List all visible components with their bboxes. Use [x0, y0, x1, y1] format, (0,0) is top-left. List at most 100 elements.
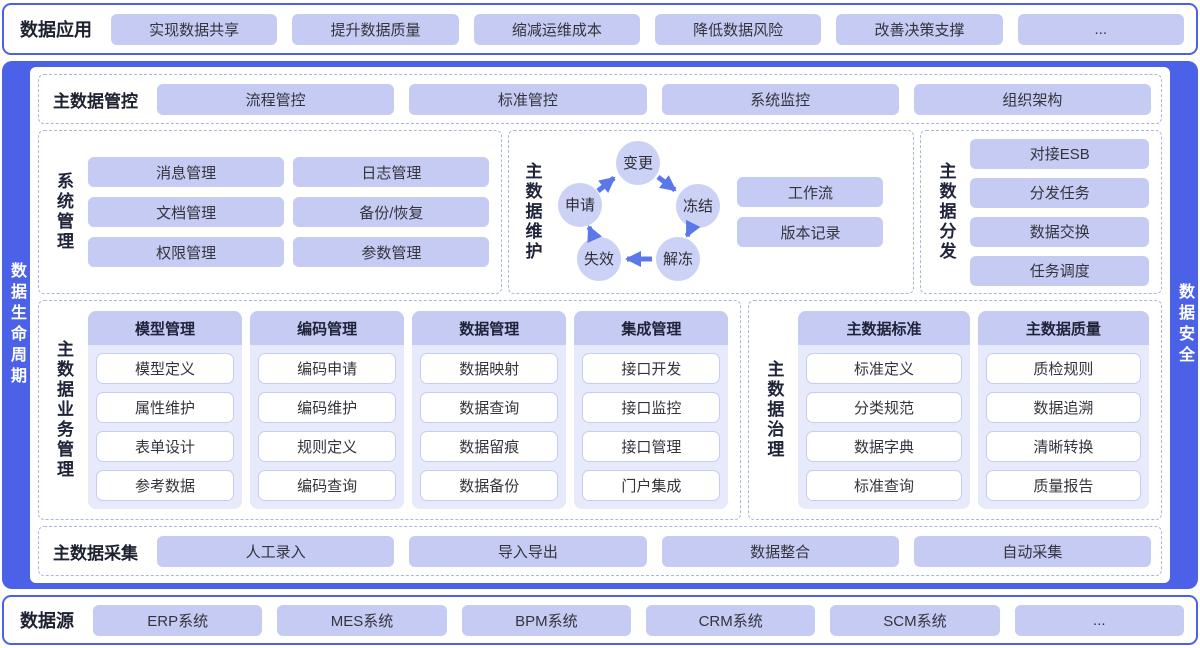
column-header: 主数据质量	[977, 311, 1149, 345]
maintenance-buttons: 工作流 版本记录	[737, 177, 884, 247]
cycle-label-freeze: 冻结	[683, 197, 713, 215]
dist-chip-exchange: 数据交换	[970, 216, 1149, 247]
column-model-mgmt: 模型管理 模型定义 属性维护 表单设计 参考数据	[88, 311, 243, 509]
distribution-list: 对接ESB 分发任务 数据交换 任务调度	[970, 138, 1149, 286]
maint-chip-version-record: 版本记录	[737, 217, 884, 247]
column-master-data-standard: 主数据标准 标准定义 分类规范 数据字典 标准查询	[798, 311, 970, 509]
control-chip-standard: 标准管控	[409, 83, 647, 115]
dist-chip-task: 分发任务	[970, 177, 1149, 208]
gov-item-standard-define: 标准定义	[806, 353, 962, 384]
source-chip-bpm: BPM系统	[461, 604, 631, 636]
data-source-label: 数据源	[20, 611, 74, 631]
biz-item-data-backup: 数据备份	[420, 470, 559, 501]
arrow-invalidate-to-apply	[587, 225, 603, 244]
governance-label: 主数据治理	[764, 360, 784, 460]
cycle-label-unfreeze: 解冻	[663, 250, 693, 268]
cycle-node-unfreeze	[656, 237, 701, 281]
biz-item-api-monitor: 接口监控	[582, 392, 721, 423]
column-header: 主数据标准	[798, 311, 970, 345]
source-chip-mes: MES系统	[277, 604, 447, 636]
cycle-node-invalidate	[577, 237, 622, 281]
left-strip-data-lifecycle: 数据生命周期	[8, 262, 25, 388]
dist-chip-esb: 对接ESB	[970, 138, 1149, 169]
middle-row: 系统管理 消息管理 日志管理 文档管理 备份/恢复 权限管理 参数管理 主数据维…	[38, 130, 1162, 294]
sys-chip-permission: 权限管理	[88, 237, 285, 267]
app-chip-more: ...	[1017, 13, 1184, 45]
app-chip-ops-cost: 缩减运维成本	[473, 13, 640, 45]
master-data-maintenance-section: 主数据维护	[508, 130, 915, 294]
dist-chip-schedule: 任务调度	[970, 255, 1149, 286]
master-data-governance-section: 主数据治理 主数据标准 标准定义 分类规范 数据字典 标准查询	[748, 300, 1162, 520]
gov-item-quality-rules: 质检规则	[985, 353, 1141, 384]
master-data-control-label: 主数据管控	[53, 91, 138, 111]
biz-item-api-mgmt: 接口管理	[582, 431, 721, 462]
biz-item-attr-maintain: 属性维护	[96, 392, 235, 423]
sys-chip-backup: 备份/恢复	[293, 197, 490, 227]
biz-item-data-mapping: 数据映射	[420, 353, 559, 384]
data-application-layer: 数据应用 实现数据共享 提升数据质量 缩减运维成本 降低数据风险 改善决策支撑 …	[2, 3, 1198, 55]
system-management-label: 系统管理	[54, 172, 73, 252]
lower-row: 主数据业务管理 模型管理 模型定义 属性维护 表单设计 参考数据	[38, 300, 1162, 520]
master-data-business-section: 主数据业务管理 模型管理 模型定义 属性维护 表单设计 参考数据	[38, 300, 742, 520]
collection-label: 主数据采集	[53, 543, 138, 563]
control-chip-org: 组织架构	[913, 83, 1151, 115]
cycle-node-change	[616, 141, 661, 185]
collect-chip-manual-entry: 人工录入	[157, 535, 395, 567]
column-header: 集成管理	[574, 311, 729, 345]
column-data-mgmt: 数据管理 数据映射 数据查询 数据留痕 数据备份	[412, 311, 567, 509]
biz-item-portal-integration: 门户集成	[582, 470, 721, 501]
right-strip-data-security: 数据安全	[1176, 283, 1193, 367]
biz-item-rule-define: 规则定义	[258, 431, 397, 462]
arrow-apply-to-change	[596, 176, 617, 194]
arrow-freeze-to-unfreeze	[685, 219, 701, 238]
biz-item-reference-data: 参考数据	[96, 470, 235, 501]
column-header: 模型管理	[88, 311, 243, 345]
collect-chip-data-integration: 数据整合	[661, 535, 899, 567]
distribution-label: 主数据分发	[936, 162, 956, 262]
cycle-node-freeze	[676, 184, 721, 228]
source-chip-scm: SCM系统	[830, 604, 1000, 636]
data-source-layer: 数据源 ERP系统 MES系统 BPM系统 CRM系统 SCM系统 ...	[2, 595, 1198, 645]
biz-item-code-query: 编码查询	[258, 470, 397, 501]
gov-item-clean-transform: 清晰转换	[985, 431, 1141, 462]
cycle-node-apply	[558, 183, 603, 227]
sys-chip-message: 消息管理	[88, 157, 285, 187]
column-master-data-quality: 主数据质量 质检规则 数据追溯 清晰转换 质量报告	[977, 311, 1149, 509]
lifecycle-cycle-diagram: 变更 冻结 解冻 失效 申请	[558, 141, 721, 281]
column-header: 数据管理	[412, 311, 567, 345]
maintenance-label: 主数据维护	[522, 162, 542, 262]
sys-chip-log: 日志管理	[293, 157, 490, 187]
source-chip-more: ...	[1014, 604, 1184, 636]
gov-item-quality-report: 质量报告	[985, 470, 1141, 501]
master-data-collection-section: 主数据采集 人工录入 导入导出 数据整合 自动采集	[38, 526, 1162, 576]
sys-chip-document: 文档管理	[88, 197, 285, 227]
gov-item-standard-query: 标准查询	[806, 470, 962, 501]
master-data-control-section: 主数据管控 流程管控 标准管控 系统监控 组织架构	[38, 74, 1162, 124]
lifecycle-band: 数据生命周期 主数据管控 流程管控 标准管控 系统监控 组织架构 系统管理 消息…	[2, 61, 1198, 589]
column-integration-mgmt: 集成管理 接口开发 接口监控 接口管理 门户集成	[574, 311, 729, 509]
business-columns: 模型管理 模型定义 属性维护 表单设计 参考数据 编码管理 编码申请	[88, 311, 729, 509]
gov-item-classification: 分类规范	[806, 392, 962, 423]
source-chip-erp: ERP系统	[93, 604, 263, 636]
control-chip-process: 流程管控	[157, 83, 395, 115]
arrow-change-to-freeze	[656, 175, 678, 192]
system-management-grid: 消息管理 日志管理 文档管理 备份/恢复 权限管理 参数管理	[88, 157, 490, 267]
biz-item-code-maintain: 编码维护	[258, 392, 397, 423]
cycle-label-change: 变更	[623, 155, 653, 172]
biz-item-model-define: 模型定义	[96, 353, 235, 384]
governance-columns: 主数据标准 标准定义 分类规范 数据字典 标准查询 主数据质量 质检规	[798, 311, 1149, 509]
biz-item-code-apply: 编码申请	[258, 353, 397, 384]
app-chip-data-sharing: 实现数据共享	[111, 13, 278, 45]
cycle-label-invalidate: 失效	[584, 251, 614, 268]
business-label: 主数据业务管理	[54, 340, 73, 480]
cycle-label-apply: 申请	[565, 197, 595, 214]
band-inner: 主数据管控 流程管控 标准管控 系统监控 组织架构 系统管理 消息管理 日志管理…	[30, 67, 1170, 583]
app-chip-data-risk: 降低数据风险	[654, 13, 822, 45]
gov-item-data-traceback: 数据追溯	[985, 392, 1141, 423]
biz-item-data-query: 数据查询	[420, 392, 559, 423]
system-management-section: 系统管理 消息管理 日志管理 文档管理 备份/恢复 权限管理 参数管理	[38, 130, 503, 294]
biz-item-api-dev: 接口开发	[582, 353, 721, 384]
control-chip-monitoring: 系统监控	[661, 83, 899, 115]
column-code-mgmt: 编码管理 编码申请 编码维护 规则定义 编码查询	[250, 311, 405, 509]
maint-chip-workflow: 工作流	[737, 177, 884, 207]
